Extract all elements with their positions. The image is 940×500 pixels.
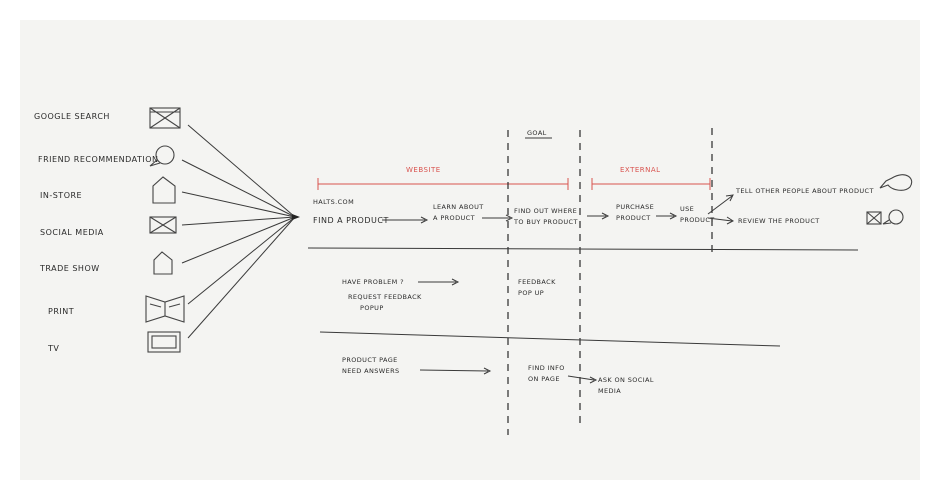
funnel-lines (181, 124, 300, 339)
browser-window-icon (149, 107, 181, 129)
start-site-label: HALTS.COM (313, 198, 354, 206)
source-label-friend-recommendation: FRIEND RECOMMENDATION (38, 155, 159, 164)
source-label-print: PRINT (48, 307, 74, 316)
tv-icon (147, 331, 181, 353)
goal-zone-label: GOAL (527, 129, 547, 137)
source-label-google-search: GOOGLE SEARCH (34, 112, 110, 121)
booth-icon (153, 251, 173, 275)
branch-tell-others: TELL OTHER PEOPLE ABOUT PRODUCT (735, 187, 874, 195)
external-zone-label: EXTERNAL (620, 166, 661, 174)
external-zone-bracket: EXTERNAL (591, 166, 711, 190)
row2-question: HAVE PROBLEM ? (342, 278, 404, 286)
image-placeholder-icon (149, 216, 177, 234)
image-and-bubble-icon (866, 209, 904, 225)
journey-map-sketch: GOOGLE SEARCH FRIEND RECOMMENDATION IN-S… (34, 107, 913, 435)
source-label-tv: TV (47, 344, 59, 353)
source-label-in-store: IN-STORE (40, 191, 82, 200)
step-find-product: FIND A PRODUCT (313, 216, 389, 225)
store-house-icon (152, 176, 176, 204)
row-separator-2 (319, 331, 781, 347)
row-separator-1 (307, 247, 859, 251)
website-zone-bracket: WEBSITE (317, 166, 569, 190)
speech-bubble-icon (149, 145, 175, 167)
branch-review-product: REVIEW THE PRODUCT (738, 217, 820, 225)
source-label-trade-show: TRADE SHOW (39, 264, 100, 273)
open-magazine-icon (145, 295, 185, 323)
source-label-social-media: SOCIAL MEDIA (40, 228, 104, 237)
speech-bubble-icon (879, 174, 913, 191)
website-zone-label: WEBSITE (406, 166, 441, 174)
whiteboard: GOOGLE SEARCH FRIEND RECOMMENDATION IN-S… (20, 20, 920, 480)
